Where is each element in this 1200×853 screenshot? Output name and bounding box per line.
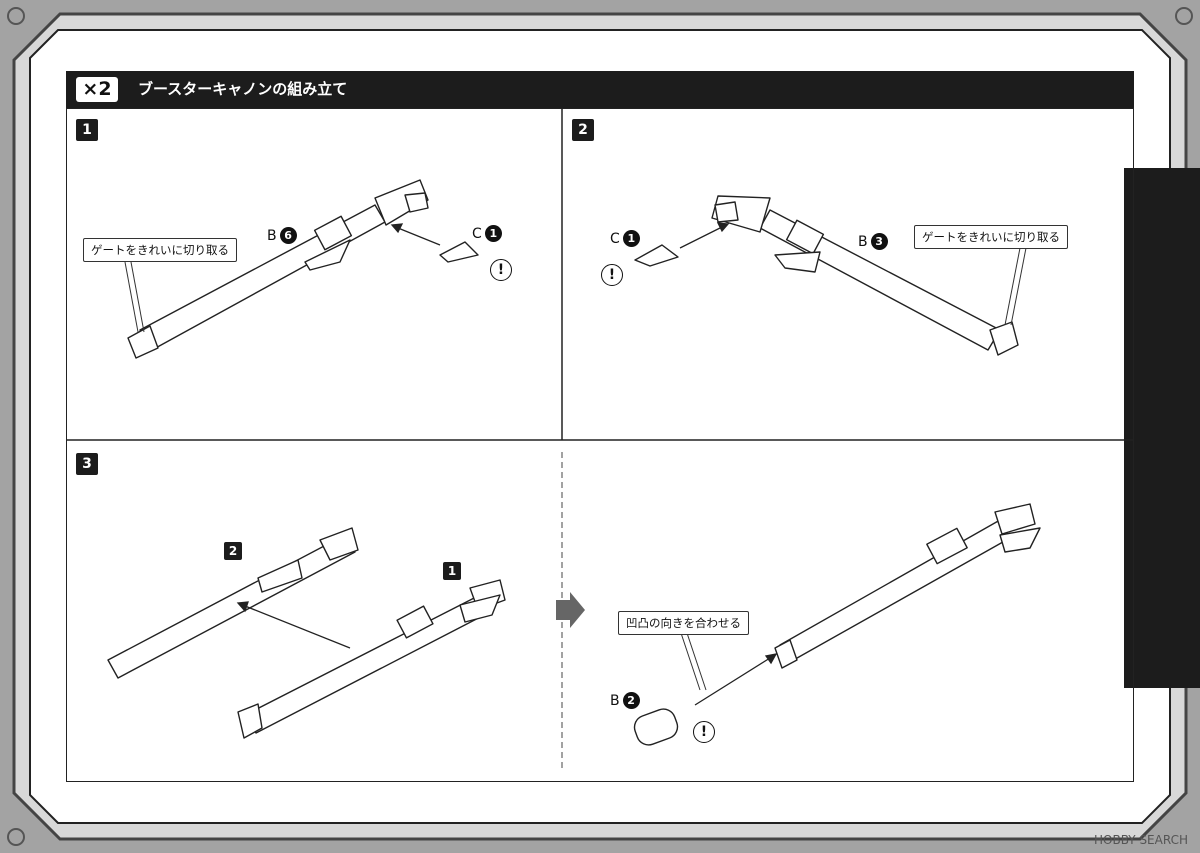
cannon-part-step2 bbox=[711, 195, 1019, 356]
cannon-part-step1 bbox=[127, 179, 429, 359]
side-tab bbox=[1124, 168, 1200, 688]
section-title: ブースターキャノンの組み立て bbox=[138, 80, 348, 98]
section-header: ×2 ブースターキャノンの組み立て bbox=[66, 71, 1134, 108]
warning-icon: ! bbox=[601, 264, 623, 286]
cannon-half-step3 bbox=[107, 527, 359, 679]
align-note: 凹凸の向きを合わせる bbox=[618, 611, 749, 635]
gate-note-step1: ゲートをきれいに切り取る bbox=[83, 238, 237, 262]
cannon-final-step4 bbox=[774, 503, 1041, 669]
sub-badge-2: 2 bbox=[224, 542, 242, 560]
flow-arrow bbox=[556, 592, 585, 628]
gate-note-step2: ゲートをきれいに切り取る bbox=[914, 225, 1068, 249]
step-badge-1: 1 bbox=[76, 119, 98, 141]
part-c-step2 bbox=[634, 244, 679, 267]
sub-badge-1: 1 bbox=[443, 562, 461, 580]
part-c-step1 bbox=[439, 241, 479, 263]
step-badge-2: 2 bbox=[572, 119, 594, 141]
step-badge-3: 3 bbox=[76, 453, 98, 475]
cannon-assembled-step3 bbox=[237, 579, 506, 739]
instruction-grid bbox=[66, 108, 1134, 782]
warning-icon: ! bbox=[490, 259, 512, 281]
warning-icon: ! bbox=[693, 721, 715, 743]
watermark: HOBBY SEARCH bbox=[1094, 833, 1188, 847]
part-b2-cap bbox=[633, 708, 679, 746]
quantity-badge: ×2 bbox=[76, 77, 118, 102]
